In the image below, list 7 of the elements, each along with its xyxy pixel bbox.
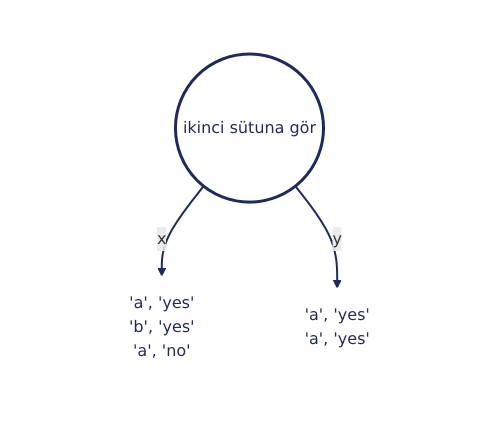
node-text: 'a', 'yes' 'b', 'yes' 'a', 'no' — [129, 293, 195, 360]
edge-label: y — [332, 229, 342, 248]
node-text: 'a', 'yes' 'a', 'yes' — [304, 305, 370, 348]
node-circle: ikinci sütuna gör — [174, 52, 326, 204]
edge-label: x — [157, 229, 167, 248]
arrow — [157, 185, 204, 276]
arrow — [294, 185, 342, 288]
